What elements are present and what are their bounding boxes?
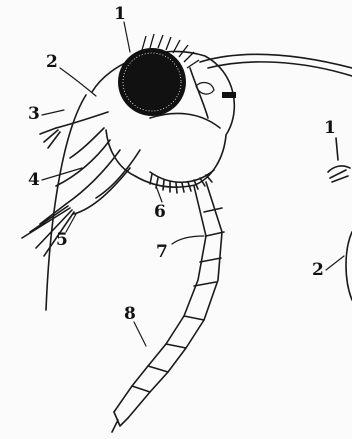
label-8: 8: [124, 306, 136, 323]
antenna-outline-inner: [208, 62, 352, 76]
inset-fragment: [326, 256, 344, 270]
label-1: 1: [114, 6, 126, 23]
label-7: 7: [156, 244, 168, 261]
inset-fragment: [336, 138, 338, 160]
leader-line: [156, 186, 162, 202]
abdomen-segment: [132, 386, 150, 392]
head-mark: [222, 92, 236, 98]
label-4: 4: [28, 172, 40, 189]
antenna-outline: [200, 54, 352, 68]
abdomen-segment: [166, 344, 186, 348]
inset-fragment: [330, 170, 348, 182]
abdomen-segment: [184, 316, 204, 320]
leader-line: [60, 68, 96, 96]
limb-outline: [96, 150, 140, 198]
inset-label-1: 1: [324, 120, 336, 137]
leader-line: [124, 22, 130, 52]
limb-outline: [56, 112, 108, 128]
abdomen-segment: [200, 258, 221, 262]
setae: [40, 128, 60, 148]
inset-label-2: 2: [312, 262, 324, 279]
tail-tip: [112, 412, 128, 432]
label-6: 6: [154, 204, 166, 221]
compound-eye: [118, 34, 199, 116]
abdomen-segment: [204, 208, 222, 212]
limb-outline: [66, 150, 120, 204]
leader-line: [172, 236, 204, 244]
leader-line: [134, 322, 146, 346]
carapace-fold: [150, 113, 220, 128]
abdomen-outline: [128, 182, 222, 418]
antennule-outline: [46, 95, 86, 310]
carapace-fold: [190, 68, 208, 118]
label-5: 5: [56, 232, 68, 249]
inset-fragment: [328, 166, 350, 172]
abdomen-segment: [148, 366, 168, 372]
label-3: 3: [28, 106, 40, 123]
leader-line: [42, 110, 64, 115]
label-2: 2: [46, 54, 58, 71]
inset-fragment: [346, 232, 352, 300]
